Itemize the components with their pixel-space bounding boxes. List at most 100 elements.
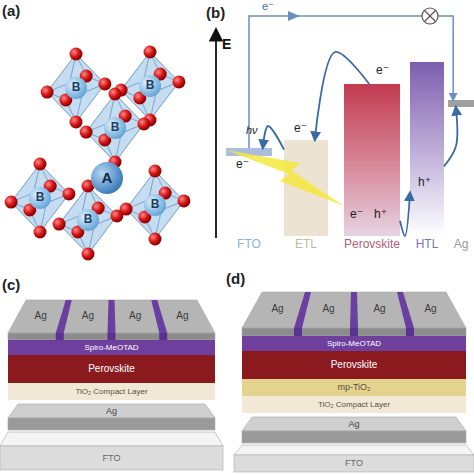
device-layer: TiO₂ Compact Layer — [8, 383, 215, 400]
carrier-label: e⁻ — [294, 122, 307, 136]
front-face — [234, 455, 474, 472]
layer-label: Ag — [26, 310, 56, 322]
layer-label: Ag — [73, 310, 103, 322]
layer-label: Ag — [416, 303, 446, 315]
energy-band: ETL — [284, 140, 328, 236]
lamp-cross — [425, 11, 436, 22]
octahedron — [115, 46, 186, 127]
top-face — [242, 292, 466, 328]
layer-label: Ag — [242, 419, 466, 429]
cation-sphere: B — [77, 209, 99, 231]
site-letter: B — [65, 81, 87, 95]
anion-sphere — [62, 187, 75, 200]
charge-transfer-arrow — [315, 52, 369, 140]
contact-gap-stripe — [350, 292, 358, 328]
layer-label: Ag — [120, 310, 150, 322]
site-letter: A — [91, 169, 123, 186]
top-face — [0, 432, 223, 446]
site-letter: B — [29, 191, 51, 205]
energy-band: FTO — [226, 148, 272, 156]
layer-label: Ag — [263, 303, 293, 315]
octahedron-face — [145, 171, 184, 217]
anion-sphere — [137, 117, 150, 130]
layer-label: Perovskite — [242, 359, 466, 371]
front-face — [242, 431, 466, 443]
octahedron-face — [86, 116, 125, 162]
cation-sphere: B — [139, 75, 161, 97]
layer-label: Ag — [8, 406, 215, 416]
device-layer: Ag — [242, 417, 466, 443]
band-label: Ag — [448, 238, 474, 252]
layer-label: Perovskite — [8, 363, 215, 375]
octahedron-face — [140, 52, 179, 98]
light-beam — [226, 150, 344, 206]
device-layer: TiO₂ Compact Layer — [242, 396, 466, 413]
octahedron-face — [121, 74, 160, 120]
charge-transfer-arrow — [400, 193, 410, 237]
carrier-label: e⁻ — [376, 64, 389, 78]
octahedron — [41, 48, 112, 129]
contact-gap-stripe — [151, 300, 167, 333]
front-face — [0, 446, 223, 470]
anion-sphere — [82, 248, 95, 261]
front-face — [242, 328, 466, 336]
contact-gap-stripe — [397, 292, 414, 328]
load-lamp — [422, 8, 438, 24]
anion-sphere — [5, 196, 18, 209]
energy-band: Ag — [448, 100, 474, 107]
octahedron — [80, 88, 151, 169]
contact-surface — [242, 292, 466, 336]
device-layer: Perovskite — [242, 351, 466, 379]
top-face — [8, 300, 215, 333]
anion-sphere — [70, 116, 83, 129]
contact-gap-stripe — [56, 333, 64, 340]
top-face — [234, 445, 474, 455]
cation-sphere: B — [144, 194, 166, 216]
layer-slab — [0, 432, 223, 470]
band-label: HTL — [404, 238, 450, 252]
energy-band: Perovskite — [344, 84, 400, 236]
cation-sphere: A — [91, 162, 123, 194]
layer-label: Spiro-MeOTAD — [242, 339, 466, 348]
panel-letter: (a) — [2, 2, 20, 19]
octahedron-face — [126, 193, 165, 239]
contact-gap-stripe — [294, 328, 302, 336]
panel-letter: (b) — [206, 4, 225, 21]
device-layer: Spiro-MeOTAD — [8, 340, 215, 355]
anion-sphere — [70, 48, 83, 61]
top-face — [242, 417, 466, 431]
anion-sphere — [149, 165, 162, 178]
anion-sphere — [109, 88, 122, 101]
layer-label: TiO₂ Compact Layer — [242, 400, 466, 409]
octahedron-face — [105, 94, 144, 140]
external-circuit-wire — [249, 16, 453, 148]
axis-label: E — [222, 36, 231, 52]
contact-gap-stripe — [108, 333, 116, 340]
device-layer: FTO — [0, 432, 223, 470]
charge-transfer-arrow — [263, 126, 284, 150]
anion-sphere — [80, 126, 93, 139]
energy-band: HTL — [410, 62, 444, 236]
device-layer: Spiro-MeOTAD — [242, 336, 466, 351]
anion-sphere — [149, 233, 162, 246]
band-label: ETL — [278, 238, 334, 252]
layer-label: mp-TiO₂ — [242, 382, 466, 392]
contact-gap-stripe — [406, 328, 414, 336]
device-layer: mp-TiO₂ — [242, 379, 466, 396]
contact-surface: AgAgAgAg — [8, 300, 215, 340]
anion-sphere — [34, 226, 47, 239]
band-label: Perovskite — [332, 238, 412, 252]
octahedra-group — [5, 46, 191, 261]
anion-sphere — [144, 114, 157, 127]
anion-sphere — [172, 75, 185, 88]
site-letter: B — [139, 79, 161, 93]
layer-label: Spiro-MeOTAD — [8, 343, 215, 352]
contact-surface: AgAgAgAg — [242, 292, 466, 336]
anion-sphere — [177, 194, 190, 207]
layer-label: Ag — [365, 303, 395, 315]
energy-axis — [215, 30, 217, 238]
band-label: FTO — [220, 238, 278, 252]
cation-sphere: B — [29, 187, 51, 209]
